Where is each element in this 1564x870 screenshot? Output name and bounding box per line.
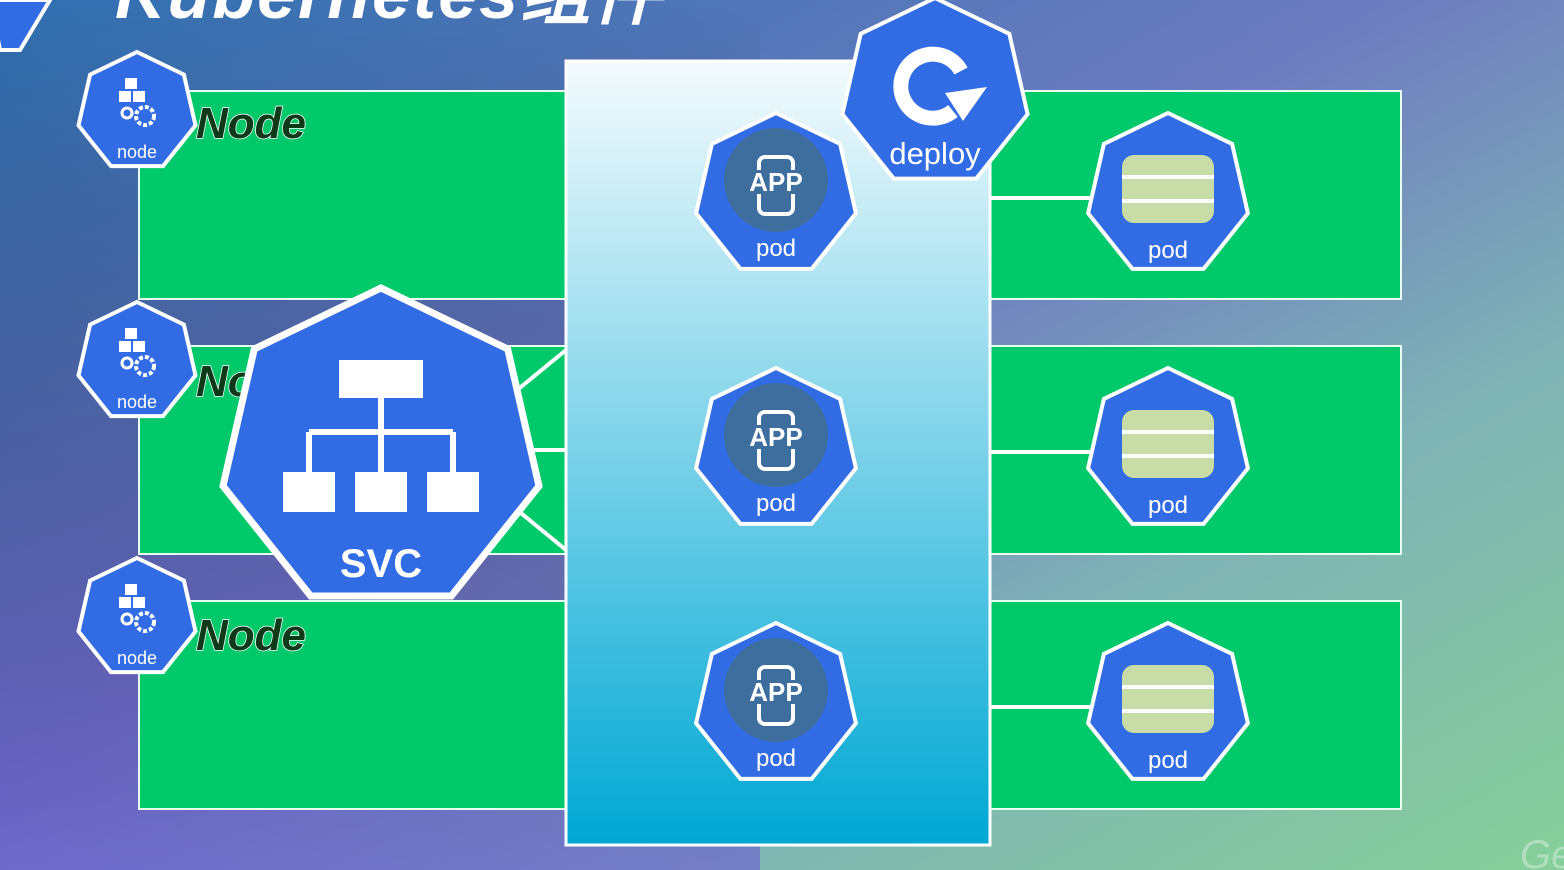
node-badge-1: node [76, 49, 198, 169]
node-badge-3: node [76, 555, 198, 675]
database-icon [1122, 410, 1214, 478]
db-pod-label: pod [1148, 492, 1188, 519]
node-cluster-icon [119, 328, 156, 377]
node-badge-label: node [117, 648, 157, 668]
app-icon-text: APP [749, 167, 802, 197]
node-badge-label: node [117, 392, 157, 412]
hierarchy-icon [283, 360, 479, 512]
app-pod-label: pod [756, 235, 796, 262]
node-badge-label: node [117, 142, 157, 162]
app-pod-3: APP pod [693, 620, 859, 781]
watermark: Ge [1520, 833, 1564, 870]
node-title-3: Node [196, 611, 306, 660]
app-pod-1: APP pod [693, 110, 859, 271]
deploy-badge: deploy [840, 0, 1030, 181]
database-icon [1122, 155, 1214, 223]
page-title: Kubernetes组件 [115, 0, 669, 33]
node-badge-2: node [76, 299, 198, 419]
app-icon-text: APP [749, 677, 802, 707]
app-pod-label: pod [756, 490, 796, 517]
app-pod-label: pod [756, 745, 796, 772]
connection-lines [503, 196, 1095, 709]
db-pod-1: pod [1085, 110, 1251, 271]
app-pod-2: APP pod [693, 365, 859, 526]
node-cluster-icon [119, 78, 156, 127]
svc-label: SVC [340, 542, 422, 586]
node-title-1: Node [196, 99, 306, 148]
deploy-label: deploy [889, 136, 981, 171]
title-checkmark-icon [0, 0, 53, 52]
db-pod-2: pod [1085, 365, 1251, 526]
db-pod-3: pod [1085, 620, 1251, 781]
node-cluster-icon [119, 584, 156, 633]
db-pod-label: pod [1148, 237, 1188, 264]
svc-badge: SVC [219, 284, 543, 600]
refresh-icon [893, 46, 987, 126]
app-icon-text: APP [749, 422, 802, 452]
db-pod-label: pod [1148, 747, 1188, 774]
database-icon [1122, 665, 1214, 733]
